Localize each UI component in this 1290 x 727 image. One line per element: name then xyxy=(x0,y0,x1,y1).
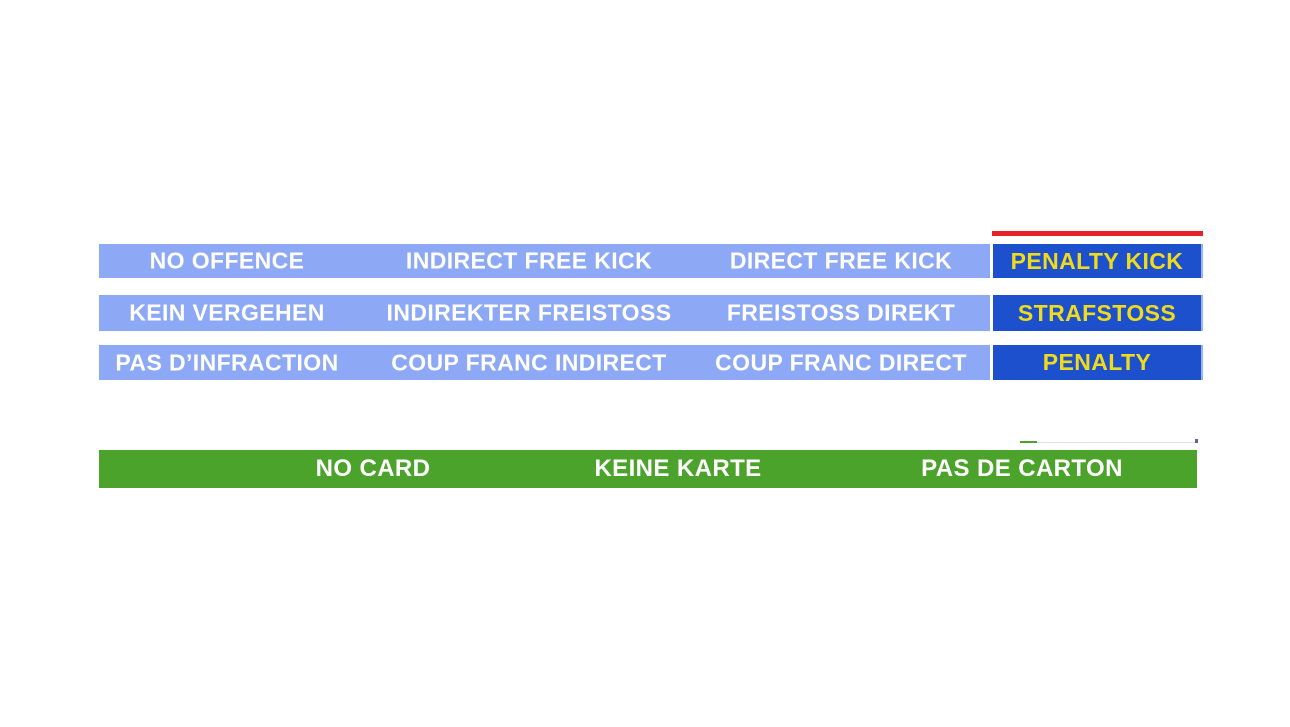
cell-pas-d-infraction: PAS D’INFRACTION xyxy=(115,349,339,375)
offence-row-french: PAS D’INFRACTION COUP FRANC INDIRECT COU… xyxy=(99,345,990,380)
penalty-column-highlight-line xyxy=(992,231,1203,236)
pas-de-carton-label: PAS DE CARTON xyxy=(921,455,1123,482)
strafstoss-label: STRAFSTOSS xyxy=(1017,299,1177,326)
cell-kein-vergehen: KEIN VERGEHEN xyxy=(129,299,325,326)
penalty-cell-french: PENALTY xyxy=(993,345,1203,380)
cell-direct-free-kick: DIRECT FREE KICK xyxy=(729,247,953,274)
penalty-kick-label: PENALTY KICK xyxy=(1010,247,1184,274)
cell-no-offence: NO OFFENCE xyxy=(149,247,305,274)
partial-line-end-dot xyxy=(1195,439,1198,443)
cell-indirekter-freistoss: INDIREKTER FREISTOSS xyxy=(386,299,672,326)
keine-karte-label: KEINE KARTE xyxy=(594,455,762,482)
no-card-bar: NO CARD KEINE KARTE PAS DE CARTON xyxy=(99,450,1197,488)
cell-freistoss-direkt: FREISTOSS DIREKT xyxy=(726,299,956,326)
partial-line-green-tick xyxy=(1020,441,1037,443)
penalty-label: PENALTY xyxy=(1042,349,1152,375)
cell-coup-franc-direct: COUP FRANC DIRECT xyxy=(715,349,967,375)
penalty-cell-german: STRAFSTOSS xyxy=(993,295,1203,331)
partial-line-hairline xyxy=(1037,442,1196,443)
cell-coup-franc-indirect: COUP FRANC INDIRECT xyxy=(391,349,667,375)
offence-row-english: NO OFFENCE INDIRECT FREE KICK DIRECT FRE… xyxy=(99,244,990,278)
penalty-cell-english: PENALTY KICK xyxy=(993,244,1203,278)
no-card-label: NO CARD xyxy=(315,455,431,482)
cell-indirect-free-kick: INDIRECT FREE KICK xyxy=(405,247,653,274)
offence-row-german: KEIN VERGEHEN INDIREKTER FREISTOSS FREIS… xyxy=(99,295,990,331)
